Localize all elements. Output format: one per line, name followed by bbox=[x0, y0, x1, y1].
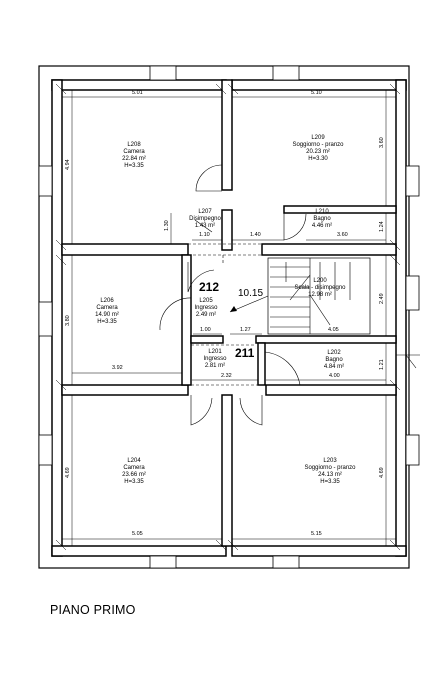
svg-text:L205: L205 bbox=[199, 298, 213, 304]
svg-text:24.13 m²: 24.13 m² bbox=[318, 472, 342, 478]
svg-text:H=3.30: H=3.30 bbox=[308, 156, 328, 162]
room-l205: L205 Ingresso 2.49 m² bbox=[194, 298, 218, 318]
svg-text:L207: L207 bbox=[198, 209, 212, 215]
room-l201: L201 Ingresso 2.81 m² bbox=[203, 349, 227, 369]
svg-text:4.84 m²: 4.84 m² bbox=[324, 364, 344, 370]
svg-text:Bagno: Bagno bbox=[313, 216, 331, 222]
dim-l202-height: 1.21 bbox=[379, 359, 385, 370]
svg-text:L204: L204 bbox=[127, 458, 141, 464]
dim-l207-width: 1.10 bbox=[199, 232, 210, 238]
unit-number-211: 211 bbox=[235, 346, 255, 360]
svg-text:L203: L203 bbox=[323, 458, 337, 464]
svg-text:H=3.35: H=3.35 bbox=[124, 163, 144, 169]
svg-text:Bagno: Bagno bbox=[325, 357, 343, 363]
room-l203: L203 Soggiorno - pranzo 24.13 m² H=3.35 bbox=[304, 458, 356, 485]
svg-text:Ingresso: Ingresso bbox=[203, 356, 227, 362]
room-l200: L200 Scala - disimpegno 12.98 m² bbox=[294, 278, 346, 298]
svg-text:1.43 m²: 1.43 m² bbox=[195, 223, 215, 229]
svg-text:L210: L210 bbox=[315, 209, 329, 215]
dim-l206-height: 3.80 bbox=[65, 315, 71, 326]
svg-text:Camera: Camera bbox=[123, 465, 145, 471]
room-l202: L202 Bagno 4.84 m² bbox=[324, 350, 344, 370]
dimension-labels: 5.01 5.10 4.94 3.60 1.30 1.10 1.40 3.60 … bbox=[65, 90, 385, 537]
dim-l203-height: 4.69 bbox=[379, 467, 385, 478]
dim-stair-width: 4.05 bbox=[328, 327, 339, 333]
svg-text:Soggiorno - pranzo: Soggiorno - pranzo bbox=[292, 142, 344, 148]
svg-text:22.84 m²: 22.84 m² bbox=[122, 156, 146, 162]
dim-l207-height: 1.30 bbox=[164, 220, 170, 231]
level-label: 10.15 bbox=[238, 288, 263, 299]
svg-text:L208: L208 bbox=[127, 142, 141, 148]
dim-top-right: 5.10 bbox=[311, 90, 322, 96]
room-labels: L208 Camera 22.84 m² H=3.35 L209 Soggior… bbox=[95, 135, 356, 485]
room-l206: L206 Camera 14.90 m² H=3.35 bbox=[95, 298, 119, 325]
dim-l209-height: 3.60 bbox=[379, 137, 385, 148]
svg-text:14.90 m²: 14.90 m² bbox=[95, 312, 119, 318]
svg-text:4.46 m²: 4.46 m² bbox=[312, 223, 332, 229]
svg-text:H=3.35: H=3.35 bbox=[124, 479, 144, 485]
svg-text:Scala - disimpegno: Scala - disimpegno bbox=[294, 285, 346, 291]
dim-l204-height: 4.69 bbox=[65, 467, 71, 478]
svg-text:Soggiorno - pranzo: Soggiorno - pranzo bbox=[304, 465, 356, 471]
dim-l202-width: 4.00 bbox=[329, 373, 340, 379]
svg-text:12.98 m²: 12.98 m² bbox=[308, 292, 332, 298]
svg-text:L209: L209 bbox=[311, 135, 325, 141]
dim-top-left: 5.01 bbox=[132, 90, 143, 96]
dim-l208-height: 4.94 bbox=[65, 159, 71, 170]
svg-text:L202: L202 bbox=[327, 350, 341, 356]
dim-bottom-left: 5.05 bbox=[132, 531, 143, 537]
svg-text:L201: L201 bbox=[208, 349, 222, 355]
dim-l200-height: 2.49 bbox=[379, 293, 385, 304]
dim-l210-width: 3.60 bbox=[337, 232, 348, 238]
arrows bbox=[194, 219, 269, 313]
dim-l201-width: 2.32 bbox=[221, 373, 232, 379]
svg-text:Camera: Camera bbox=[96, 305, 118, 311]
svg-text:23.66 m²: 23.66 m² bbox=[122, 472, 146, 478]
svg-text:20.23 m²: 20.23 m² bbox=[306, 149, 330, 155]
svg-text:Ingresso: Ingresso bbox=[194, 305, 218, 311]
dim-l210-height: 1.24 bbox=[379, 221, 385, 232]
corner-marks bbox=[55, 83, 401, 551]
room-l209: L209 Soggiorno - pranzo 20.23 m² H=3.30 bbox=[292, 135, 344, 162]
dimension-lines bbox=[62, 90, 396, 546]
svg-text:L200: L200 bbox=[313, 278, 327, 284]
svg-text:2.49 m²: 2.49 m² bbox=[196, 312, 216, 318]
doors bbox=[159, 164, 420, 426]
svg-text:2.81 m²: 2.81 m² bbox=[205, 363, 225, 369]
dim-bottom-right: 5.15 bbox=[311, 531, 322, 537]
walls bbox=[51, 79, 407, 557]
unit-number-212: 212 bbox=[199, 280, 219, 294]
room-l210: L210 Bagno 4.46 m² bbox=[312, 209, 332, 229]
svg-text:H=3.35: H=3.35 bbox=[97, 319, 117, 325]
dim-l206-width: 3.92 bbox=[112, 365, 123, 371]
openings bbox=[188, 243, 266, 386]
svg-text:Disimpegno: Disimpegno bbox=[189, 216, 221, 222]
sheet-title: PIANO PRIMO bbox=[50, 603, 136, 617]
room-l207: L207 Disimpegno 1.43 m² bbox=[189, 209, 221, 229]
svg-text:L206: L206 bbox=[100, 298, 114, 304]
dim-corridor-width: 1.40 bbox=[250, 232, 261, 238]
dim-l205-width: 1.00 bbox=[200, 327, 211, 333]
room-l208: L208 Camera 22.84 m² H=3.35 bbox=[122, 142, 146, 169]
svg-text:H=3.35: H=3.35 bbox=[320, 479, 340, 485]
room-l204: L204 Camera 23.66 m² H=3.35 bbox=[122, 458, 146, 485]
windows bbox=[38, 65, 420, 569]
svg-text:Camera: Camera bbox=[123, 149, 145, 155]
dim-corridor2-width: 1.27 bbox=[240, 327, 251, 333]
